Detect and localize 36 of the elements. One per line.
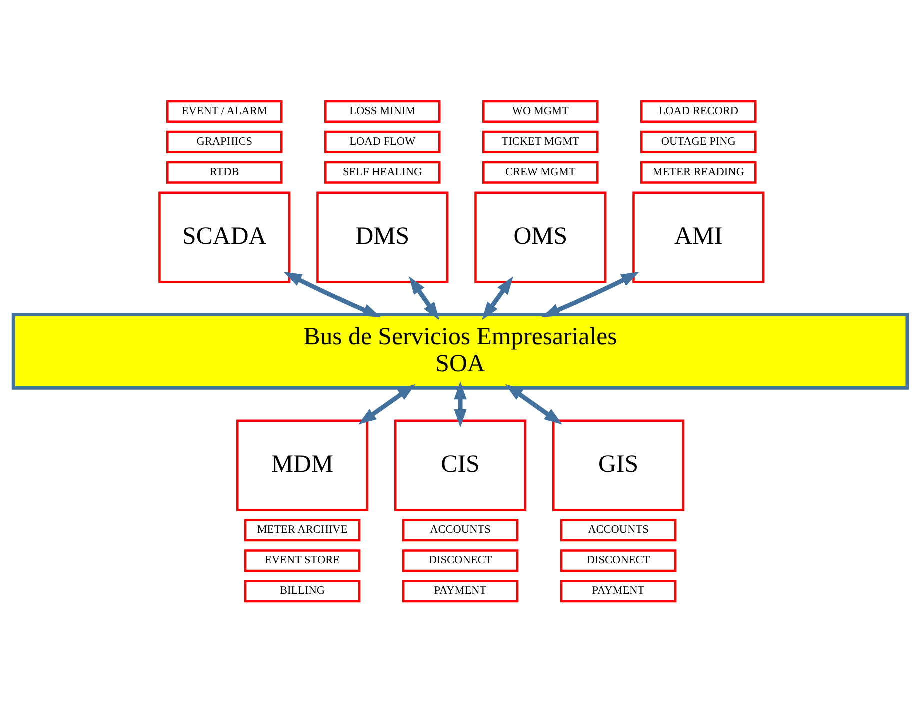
node-box: MDM bbox=[236, 419, 368, 511]
arrow bbox=[504, 384, 562, 424]
node-box: EVENT STORE bbox=[244, 549, 360, 572]
node-box: SCADA bbox=[158, 191, 290, 283]
node-box: OUTAGE PING bbox=[640, 130, 756, 153]
node-box: BILLING bbox=[244, 580, 360, 602]
arrow bbox=[541, 272, 639, 317]
arrow bbox=[283, 272, 381, 317]
node-box: PAYMENT bbox=[402, 580, 518, 602]
arrow bbox=[482, 276, 513, 320]
node-box: LOAD FLOW bbox=[324, 130, 440, 153]
node-box: CIS bbox=[394, 419, 526, 511]
node-box: METER READING bbox=[640, 160, 756, 184]
node-box: SELF HEALING bbox=[324, 160, 440, 184]
node-box: LOSS MINIM bbox=[324, 100, 440, 122]
node-box: EVENT / ALARM bbox=[166, 100, 282, 122]
node-box: LOAD RECORD bbox=[640, 100, 756, 122]
node-box: Bus de Servicios Empresariales SOA bbox=[11, 312, 909, 390]
arrow bbox=[358, 384, 416, 424]
arrow bbox=[454, 380, 466, 428]
node-box: WO MGMT bbox=[482, 100, 598, 122]
node-box: RTDB bbox=[166, 160, 282, 184]
node-box: DISCONECT bbox=[560, 549, 676, 572]
node-box: DISCONECT bbox=[402, 549, 518, 572]
node-box: TICKET MGMT bbox=[482, 130, 598, 153]
node-box: DMS bbox=[316, 191, 448, 283]
node-box: AMI bbox=[632, 191, 764, 283]
node-box: ACCOUNTS bbox=[402, 518, 518, 542]
node-box: GIS bbox=[552, 419, 684, 511]
node-box: GRAPHICS bbox=[166, 130, 282, 153]
arrow bbox=[408, 276, 440, 320]
node-box: PAYMENT bbox=[560, 580, 676, 602]
node-box: CREW MGMT bbox=[482, 160, 598, 184]
node-box: OMS bbox=[474, 191, 606, 283]
node-box: ACCOUNTS bbox=[560, 518, 676, 542]
node-box: METER ARCHIVE bbox=[244, 518, 360, 542]
